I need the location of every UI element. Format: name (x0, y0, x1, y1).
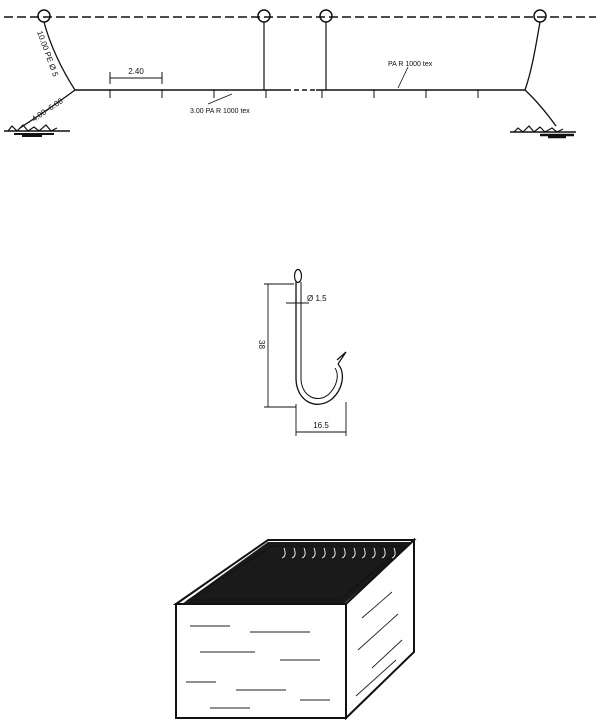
branch-line-leader (207, 93, 233, 105)
hook-height-dimension (264, 283, 296, 408)
baited-line-box (172, 537, 417, 721)
anchor-line-label: 4.00–6.00 (30, 96, 65, 124)
float-buoy-mid-2 (319, 9, 333, 23)
seabed-right (510, 125, 576, 139)
longline-diagram: 10.00 PE Ø 5 4.00–6.00 2.40 3.00 PA R 10… (4, 9, 596, 139)
hook-shank (295, 282, 343, 405)
seabed-left (4, 124, 70, 137)
float-buoy-left (37, 9, 51, 23)
wood-grain (186, 591, 403, 709)
hook-height-label: 38 (257, 340, 266, 349)
float-line-left (43, 21, 76, 91)
hook-shank-inner (300, 282, 338, 399)
hook-diagram: Ø 1.5 38 16.5 (257, 268, 347, 436)
anchor-line-left (19, 89, 76, 129)
float-line-label: 10.00 PE Ø 5 (35, 30, 60, 79)
spacing-dimension (109, 72, 163, 84)
hook-diameter-label: Ø 1.5 (307, 294, 327, 303)
hook-eye (293, 268, 303, 284)
float-buoy-right (533, 9, 547, 23)
branch-line-label: 3.00 PA R 1000 tex (190, 108, 250, 115)
box-side-panel (345, 537, 415, 721)
hooks-on-rim (281, 547, 396, 559)
anchor-line-right (524, 89, 557, 127)
box-contents (182, 542, 412, 604)
spacing-label: 2.40 (128, 67, 144, 76)
float-line-right (524, 21, 541, 91)
float-buoy-mid-1 (257, 9, 271, 23)
branch-lines (109, 90, 479, 98)
hook-width-dimension (295, 402, 347, 436)
main-line-label: PA R 1000 tex (388, 61, 433, 68)
hook-barb (336, 351, 347, 365)
box-front-panel (175, 603, 347, 719)
hook-width-label: 16.5 (313, 421, 329, 430)
main-line-leader (397, 66, 409, 89)
box-inner-rim (186, 545, 406, 601)
